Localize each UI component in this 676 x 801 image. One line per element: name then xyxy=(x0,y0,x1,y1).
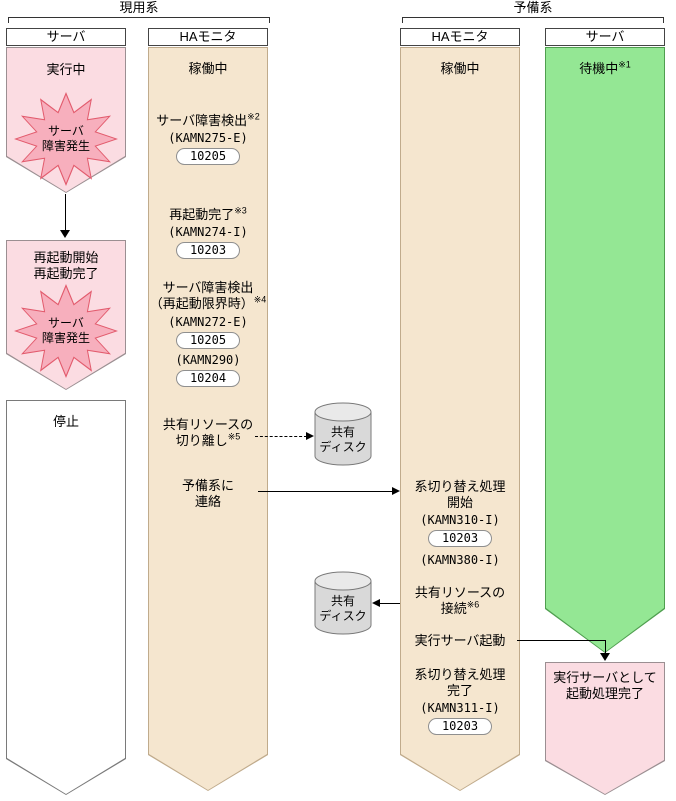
standby-server-result-line2: 起動処理完了 xyxy=(565,686,644,701)
disk-cylinder-icon xyxy=(314,402,372,466)
active-monitor-band xyxy=(148,47,268,791)
event-start-active-server: 実行サーバ起動 xyxy=(414,633,506,648)
arrow-notify-standby-line xyxy=(258,491,392,492)
disk-label-line2: ディスク xyxy=(319,609,367,623)
note-2: ※2 xyxy=(247,111,260,122)
arrow-server-restart-head xyxy=(60,230,70,238)
arrow-server-restart-line xyxy=(65,194,66,231)
note-1: ※1 xyxy=(618,59,631,70)
note-3: ※3 xyxy=(234,205,247,216)
message-kamn275: (KAMN275-E) xyxy=(168,131,248,145)
active-group-bracket xyxy=(8,17,270,23)
event-detach-shared-resource-line2: 切り離し※5 xyxy=(175,431,241,448)
event-switchover-start-line1: 系切り替え処理 xyxy=(414,479,506,494)
active-server-restart-done: 再起動完了 xyxy=(33,266,99,281)
arrow-detach-disk-head xyxy=(306,432,314,440)
disk-label-line1: 共有 xyxy=(330,594,355,608)
standby-server-result-line1: 実行サーバとして xyxy=(553,670,657,685)
note-5: ※5 xyxy=(227,431,241,442)
column-header-standby-monitor: HAモニタ xyxy=(400,28,520,46)
active-server-state-stopped: 停止 xyxy=(52,414,79,429)
message-code-badge: 10203 xyxy=(176,242,240,259)
standby-monitor-status: 稼働中 xyxy=(440,61,480,76)
message-kamn311: (KAMN311-I) xyxy=(420,701,500,715)
event-failure-detected-2-line2: （再起動限界時）※4 xyxy=(149,294,267,311)
burst-2-line1: サーバ xyxy=(48,316,84,330)
event-detach-shared-resource-line1: 共有リソースの xyxy=(162,417,254,432)
disk-label-line1: 共有 xyxy=(330,425,355,439)
arrow-notify-standby-head xyxy=(392,487,400,495)
event-notify-standby-line1: 予備系に xyxy=(181,478,234,493)
shared-disk-left: 共有 ディスク xyxy=(314,402,372,466)
event-attach-shared-resource-line1: 共有リソースの xyxy=(414,585,506,600)
standby-server-state: 待機中※1 xyxy=(579,59,631,76)
message-code-badge: 10205 xyxy=(176,332,240,349)
arrow-detach-disk-line xyxy=(255,436,307,437)
standby-group-bracket xyxy=(402,17,664,23)
burst-1-line2: 障害発生 xyxy=(41,139,90,153)
burst-1-line1: サーバ xyxy=(48,124,84,138)
arrow-start-server-hline xyxy=(517,640,605,641)
arrow-attach-disk-head xyxy=(372,599,380,607)
column-header-active-monitor: HAモニタ xyxy=(148,28,268,46)
message-code-badge: 10203 xyxy=(428,530,492,547)
message-code-badge: 10203 xyxy=(428,718,492,735)
event-notify-standby-line2: 連絡 xyxy=(194,494,221,509)
arrow-start-server-vline xyxy=(605,640,606,654)
burst-2-line2: 障害発生 xyxy=(41,331,90,345)
event-switchover-done-line1: 系切り替え処理 xyxy=(414,667,506,682)
active-monitor-status: 稼働中 xyxy=(188,61,228,76)
standby-monitor-band xyxy=(400,47,520,791)
column-header-active-server: サーバ xyxy=(6,28,126,46)
disk-cylinder-icon xyxy=(314,571,372,635)
column-header-standby-server: サーバ xyxy=(545,28,665,46)
disk-label-line2: ディスク xyxy=(319,440,367,454)
shared-disk-right: 共有 ディスク xyxy=(314,571,372,635)
active-server-state-running: 実行中 xyxy=(46,62,86,77)
active-server-restart-box xyxy=(6,240,126,390)
arrow-start-server-head xyxy=(600,653,610,661)
event-attach-shared-resource-line2: 接続※6 xyxy=(440,599,480,616)
active-server-restart-start: 再起動開始 xyxy=(33,250,99,265)
event-switchover-start-line2: 開始 xyxy=(446,495,473,510)
active-server-stopped-box xyxy=(6,400,126,795)
standby-server-band xyxy=(545,47,665,653)
message-kamn380: (KAMN380-I) xyxy=(420,553,500,567)
message-kamn272: (KAMN272-E) xyxy=(168,315,248,329)
event-restart-complete: 再起動完了※3 xyxy=(169,205,247,222)
message-kamn274: (KAMN274-I) xyxy=(168,225,248,239)
note-6: ※6 xyxy=(466,599,480,610)
message-code-badge: 10204 xyxy=(176,370,240,387)
standby-group-label: 予備系 xyxy=(513,0,553,15)
arrow-attach-disk-line xyxy=(380,603,400,604)
message-code-badge: 10205 xyxy=(176,148,240,165)
note-4: ※4 xyxy=(253,294,267,305)
event-failure-detected-1: サーバ障害検出※2 xyxy=(156,111,260,128)
active-group-label: 現用系 xyxy=(119,0,159,15)
event-failure-detected-2-line1: サーバ障害検出 xyxy=(162,280,254,295)
message-kamn290: (KAMN290) xyxy=(175,353,241,367)
event-switchover-done-line2: 完了 xyxy=(446,683,473,698)
message-kamn310: (KAMN310-I) xyxy=(420,513,500,527)
